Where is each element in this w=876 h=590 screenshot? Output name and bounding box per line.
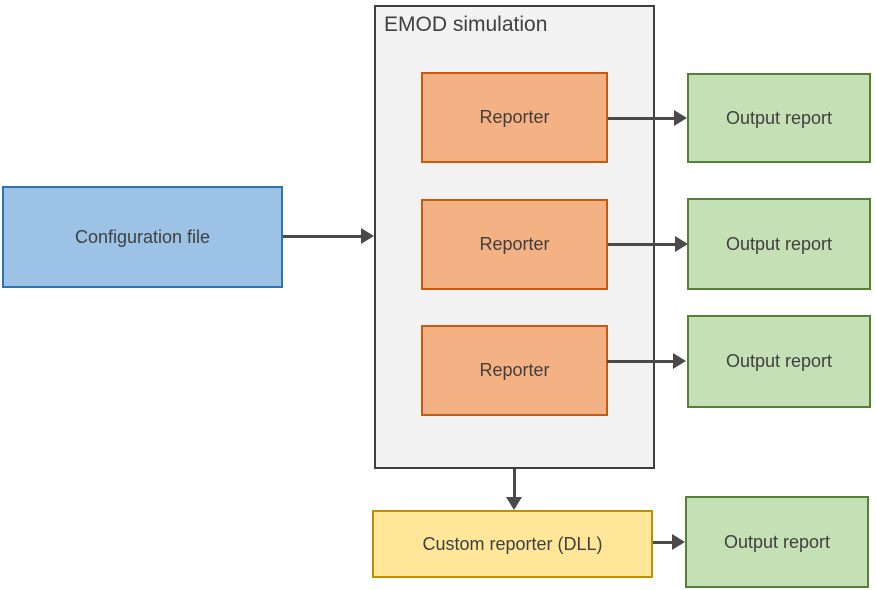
output-report-box-3: Output report bbox=[687, 315, 871, 408]
reporter-box-2: Reporter bbox=[421, 199, 608, 290]
custom-reporter-label: Custom reporter (DLL) bbox=[422, 533, 603, 554]
reporter-label-2: Reporter bbox=[479, 234, 550, 254]
reporter-box-3: Reporter bbox=[421, 325, 608, 416]
output-report-label-2: Output report bbox=[725, 233, 833, 254]
output-report-box-1: Output report bbox=[687, 73, 871, 163]
arrowhead-icon bbox=[674, 110, 687, 126]
emod-simulation-title: EMOD simulation bbox=[384, 13, 548, 36]
output-report-box-2: Output report bbox=[687, 198, 871, 290]
reporter-box-1: Reporter bbox=[421, 72, 608, 163]
reporter-label-3: Reporter bbox=[479, 360, 550, 380]
arrowhead-icon bbox=[672, 534, 685, 550]
configuration-file-box: Configuration file bbox=[2, 186, 283, 288]
output-report-label-3: Output report bbox=[725, 351, 833, 371]
output-report-label-1: Output report bbox=[725, 107, 833, 128]
output-report-box-4: Output report bbox=[685, 496, 869, 588]
arrowhead-icon bbox=[506, 497, 522, 510]
reporter-label-1: Reporter bbox=[479, 107, 550, 127]
configuration-file-label: Configuration file bbox=[74, 226, 211, 247]
arrowhead-icon bbox=[675, 236, 688, 252]
output-report-label-4: Output report bbox=[723, 531, 831, 552]
custom-reporter-box: Custom reporter (DLL) bbox=[372, 510, 653, 578]
arrowhead-icon bbox=[673, 353, 686, 369]
arrowhead-icon bbox=[361, 228, 374, 244]
